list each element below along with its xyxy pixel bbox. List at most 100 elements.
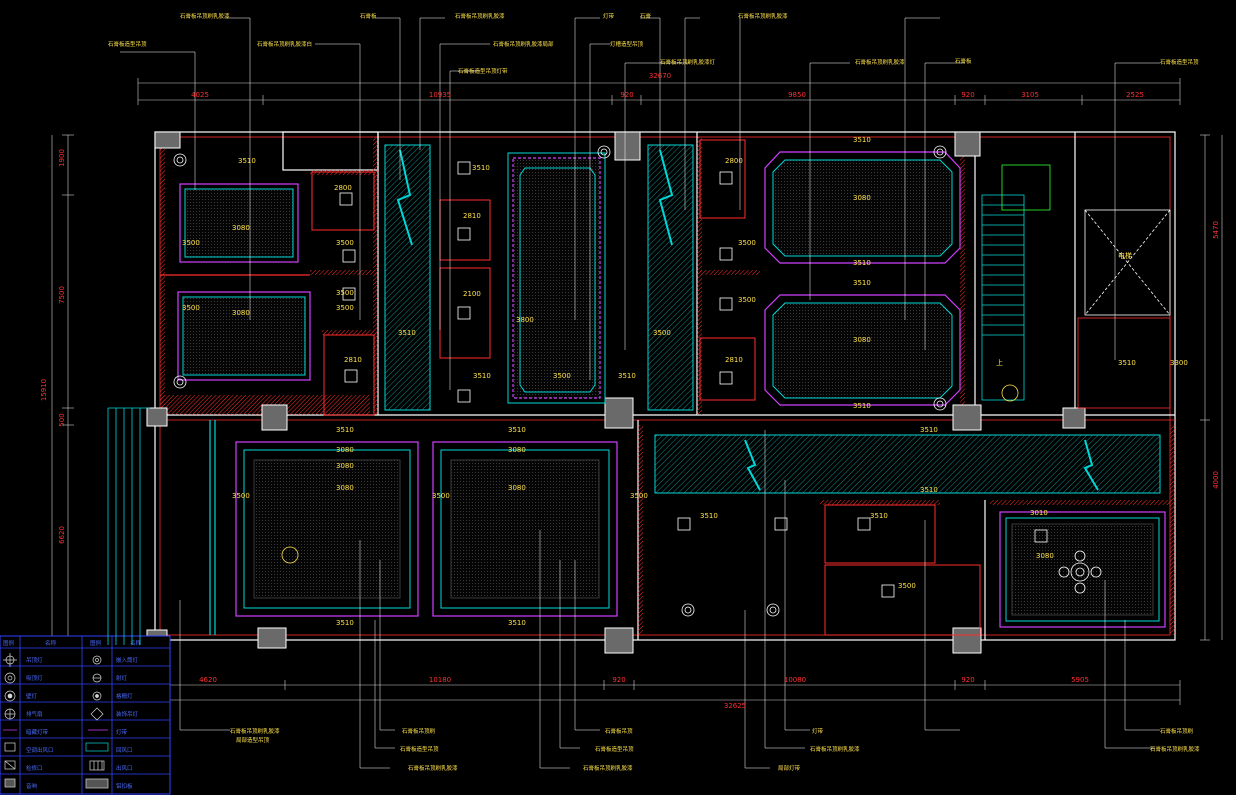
return-vent-icon	[4, 760, 16, 770]
ceiling-lamp-cross-icon	[3, 653, 17, 667]
level-labels: 3510 3080 3500 3500 3080 2800 3500 3500 …	[182, 136, 1188, 627]
annotation: 石膏板吊顶刷乳胶漆	[855, 58, 905, 66]
annotation: 石膏板造型吊顶	[108, 40, 147, 48]
level-label: 3510	[238, 157, 256, 165]
level-label: 3080	[508, 484, 526, 492]
small-rooms	[311, 139, 981, 636]
spot-light-icon	[92, 673, 102, 683]
level-label: 3510	[853, 402, 871, 410]
vent-box-icon	[85, 742, 109, 752]
dim-top-seg: 920	[961, 91, 974, 99]
level-label: 3080	[336, 462, 354, 470]
dim-top-seg: 4025	[191, 91, 209, 99]
stair-up-label: 上	[996, 358, 1003, 367]
level-label: 3500	[630, 492, 648, 500]
level-label: 3080	[508, 446, 526, 454]
annotation: 石膏板吊顶刷乳胶漆局部	[493, 40, 554, 48]
annotation: 石膏板造型吊顶	[400, 745, 439, 753]
annotation: 石膏板吊顶刷乳胶漆	[810, 745, 860, 753]
level-label: 3510	[853, 259, 871, 267]
legend-header: 名称	[130, 639, 142, 647]
level-label: 3510	[618, 372, 636, 380]
legend-item: 吸顶灯	[26, 674, 43, 682]
dim-left-seg: 6620	[58, 526, 66, 544]
annotation: 石膏板	[360, 12, 377, 20]
pendant-lamp-icon	[4, 672, 16, 684]
grid-vent-icon	[89, 760, 105, 771]
legend-item: 射灯	[116, 674, 128, 682]
legend-header: 图例	[3, 639, 15, 647]
legend-item: 格栅灯	[116, 692, 133, 700]
level-label: 2810	[463, 212, 481, 220]
legend-header: 名称	[45, 639, 57, 647]
light-fixtures	[173, 145, 1102, 617]
level-label: 3080	[336, 484, 354, 492]
level-label: 3510	[853, 279, 871, 287]
annotation: 石膏板吊顶刷乳胶漆	[455, 12, 505, 20]
level-label: 3500	[738, 239, 756, 247]
annotation: 石膏板吊顶刷	[1160, 727, 1194, 735]
legend-item: 装饰吊灯	[116, 710, 139, 718]
annotation: 石膏板造型吊顶	[595, 745, 634, 753]
grid-panel-icon	[85, 778, 109, 789]
level-label: 3510	[336, 426, 354, 434]
dim-bottom-seg: 4620	[199, 676, 217, 684]
level-label: 3510	[473, 372, 491, 380]
legend-item: 铝扣板	[116, 782, 133, 790]
downlight-icon	[92, 655, 102, 665]
level-label: 3500	[336, 239, 354, 247]
annotation: 石膏板造型吊顶	[1160, 58, 1199, 66]
legend-item: 空调出风口	[26, 746, 54, 754]
dim-top-seg: 9850	[788, 91, 806, 99]
dim-top-overall: 32670	[649, 72, 671, 80]
level-label: 2810	[344, 356, 362, 364]
dim-top-seg: 920	[620, 91, 633, 99]
level-label: 3080	[232, 224, 250, 232]
legend-item: 排气扇	[26, 710, 43, 718]
level-label: 3500	[898, 582, 916, 590]
decor-lamp-icon	[90, 707, 104, 721]
level-label: 2100	[463, 290, 481, 298]
annotation: 石膏板吊顶刷乳胶漆	[180, 12, 230, 20]
speaker-icon	[4, 778, 16, 788]
annotation: 石膏板吊顶刷乳胶漆	[408, 764, 458, 772]
dim-top-seg: 2525	[1126, 91, 1144, 99]
leader-lines	[120, 17, 1160, 769]
exterior-strip	[107, 407, 150, 645]
level-label: 3300	[1170, 359, 1188, 367]
annotation: 灯带	[603, 12, 615, 20]
bottom-annotations: 石膏板吊顶刷乳胶漆 局部造型吊顶 石膏板吊顶刷 石膏板造型吊顶 石膏板吊顶刷乳胶…	[230, 727, 1200, 772]
level-label: 3510	[853, 136, 871, 144]
level-label: 3510	[1118, 359, 1136, 367]
level-label: 3500	[232, 492, 250, 500]
annotation: 石膏板造型吊顶灯带	[458, 67, 508, 75]
level-label: 3510	[920, 486, 938, 494]
dim-left-seg: 500	[58, 413, 66, 426]
level-label: 3500	[336, 304, 354, 312]
exhaust-fan-icon	[4, 708, 16, 720]
annotation: 石膏板吊顶刷乳胶漆	[583, 764, 633, 772]
annotation: 局部造型吊顶	[236, 736, 270, 744]
ceiling-panels	[177, 144, 1166, 628]
annotation: 石膏板	[955, 57, 972, 65]
level-label: 3510	[472, 164, 490, 172]
legend-item: 音响	[26, 782, 38, 790]
annotation: 石膏	[640, 12, 652, 20]
dim-top-seg: 10935	[429, 91, 451, 99]
dim-left-overall: 15910	[40, 379, 48, 401]
legend-item: 暗藏灯带	[26, 728, 49, 736]
legend-item: 回风口	[116, 747, 133, 754]
annotation: 局部灯带	[778, 764, 801, 772]
dim-bottom-seg: 5905	[1071, 676, 1089, 684]
level-label: 3510	[700, 512, 718, 520]
annotation: 石膏板吊顶刷乳胶漆	[738, 12, 788, 20]
level-label: 3510	[508, 426, 526, 434]
dim-right-seg: 5470	[1212, 221, 1220, 239]
dim-bottom-seg: 10180	[429, 676, 451, 684]
grille-light-icon	[92, 691, 102, 701]
dimension-lines	[51, 78, 1223, 705]
level-label: 3500	[182, 239, 200, 247]
annotation: 灯带	[812, 727, 824, 735]
level-label: 3080	[853, 336, 871, 344]
